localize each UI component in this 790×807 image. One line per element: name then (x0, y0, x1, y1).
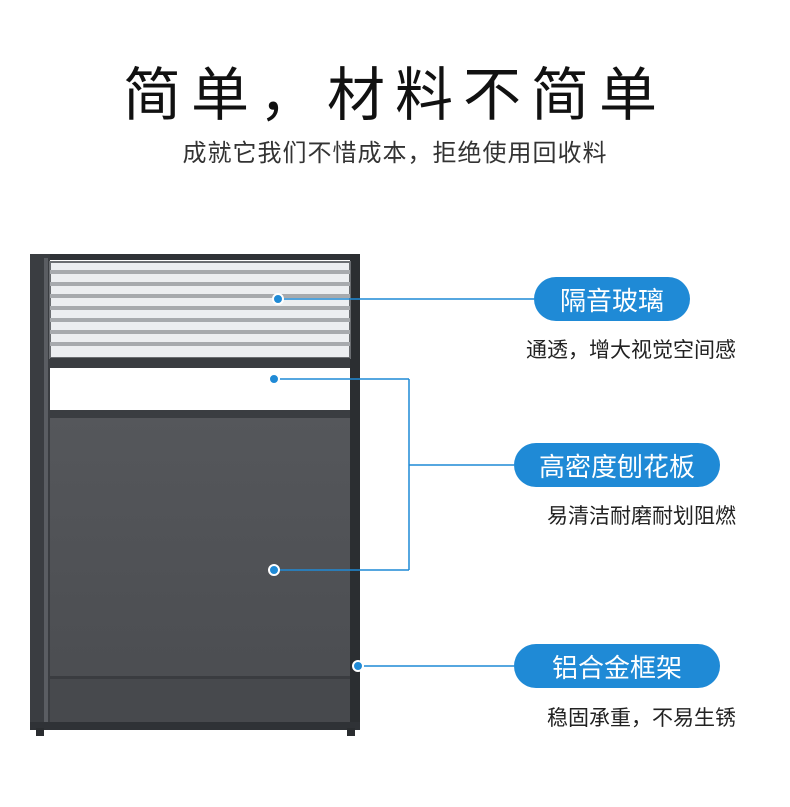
callout-connector-frame (352, 660, 514, 672)
callout-desc-board: 易清洁耐磨耐划阻燃 (547, 504, 736, 528)
callout-desc-glass: 通透，增大视觉空间感 (526, 338, 736, 362)
callout-title-glass: 隔音玻璃 (534, 277, 690, 321)
callout-connector-glass (272, 293, 534, 305)
particle-board-panel (50, 418, 350, 722)
page-title: 简单，材料不简单 (122, 61, 667, 129)
aluminum-frame (30, 254, 360, 736)
callout-connector-board (268, 373, 514, 576)
soundproof-glass (49, 261, 351, 368)
page-subtitle: 成就它我们不惜成本，拒绝使用回收料 (182, 139, 608, 167)
white-strip (50, 370, 350, 410)
callout-title-frame: 铝合金框架 (514, 644, 720, 688)
callout-desc-frame: 稳固承重，不易生锈 (547, 706, 736, 730)
callout-title-board: 高密度刨花板 (514, 443, 720, 487)
